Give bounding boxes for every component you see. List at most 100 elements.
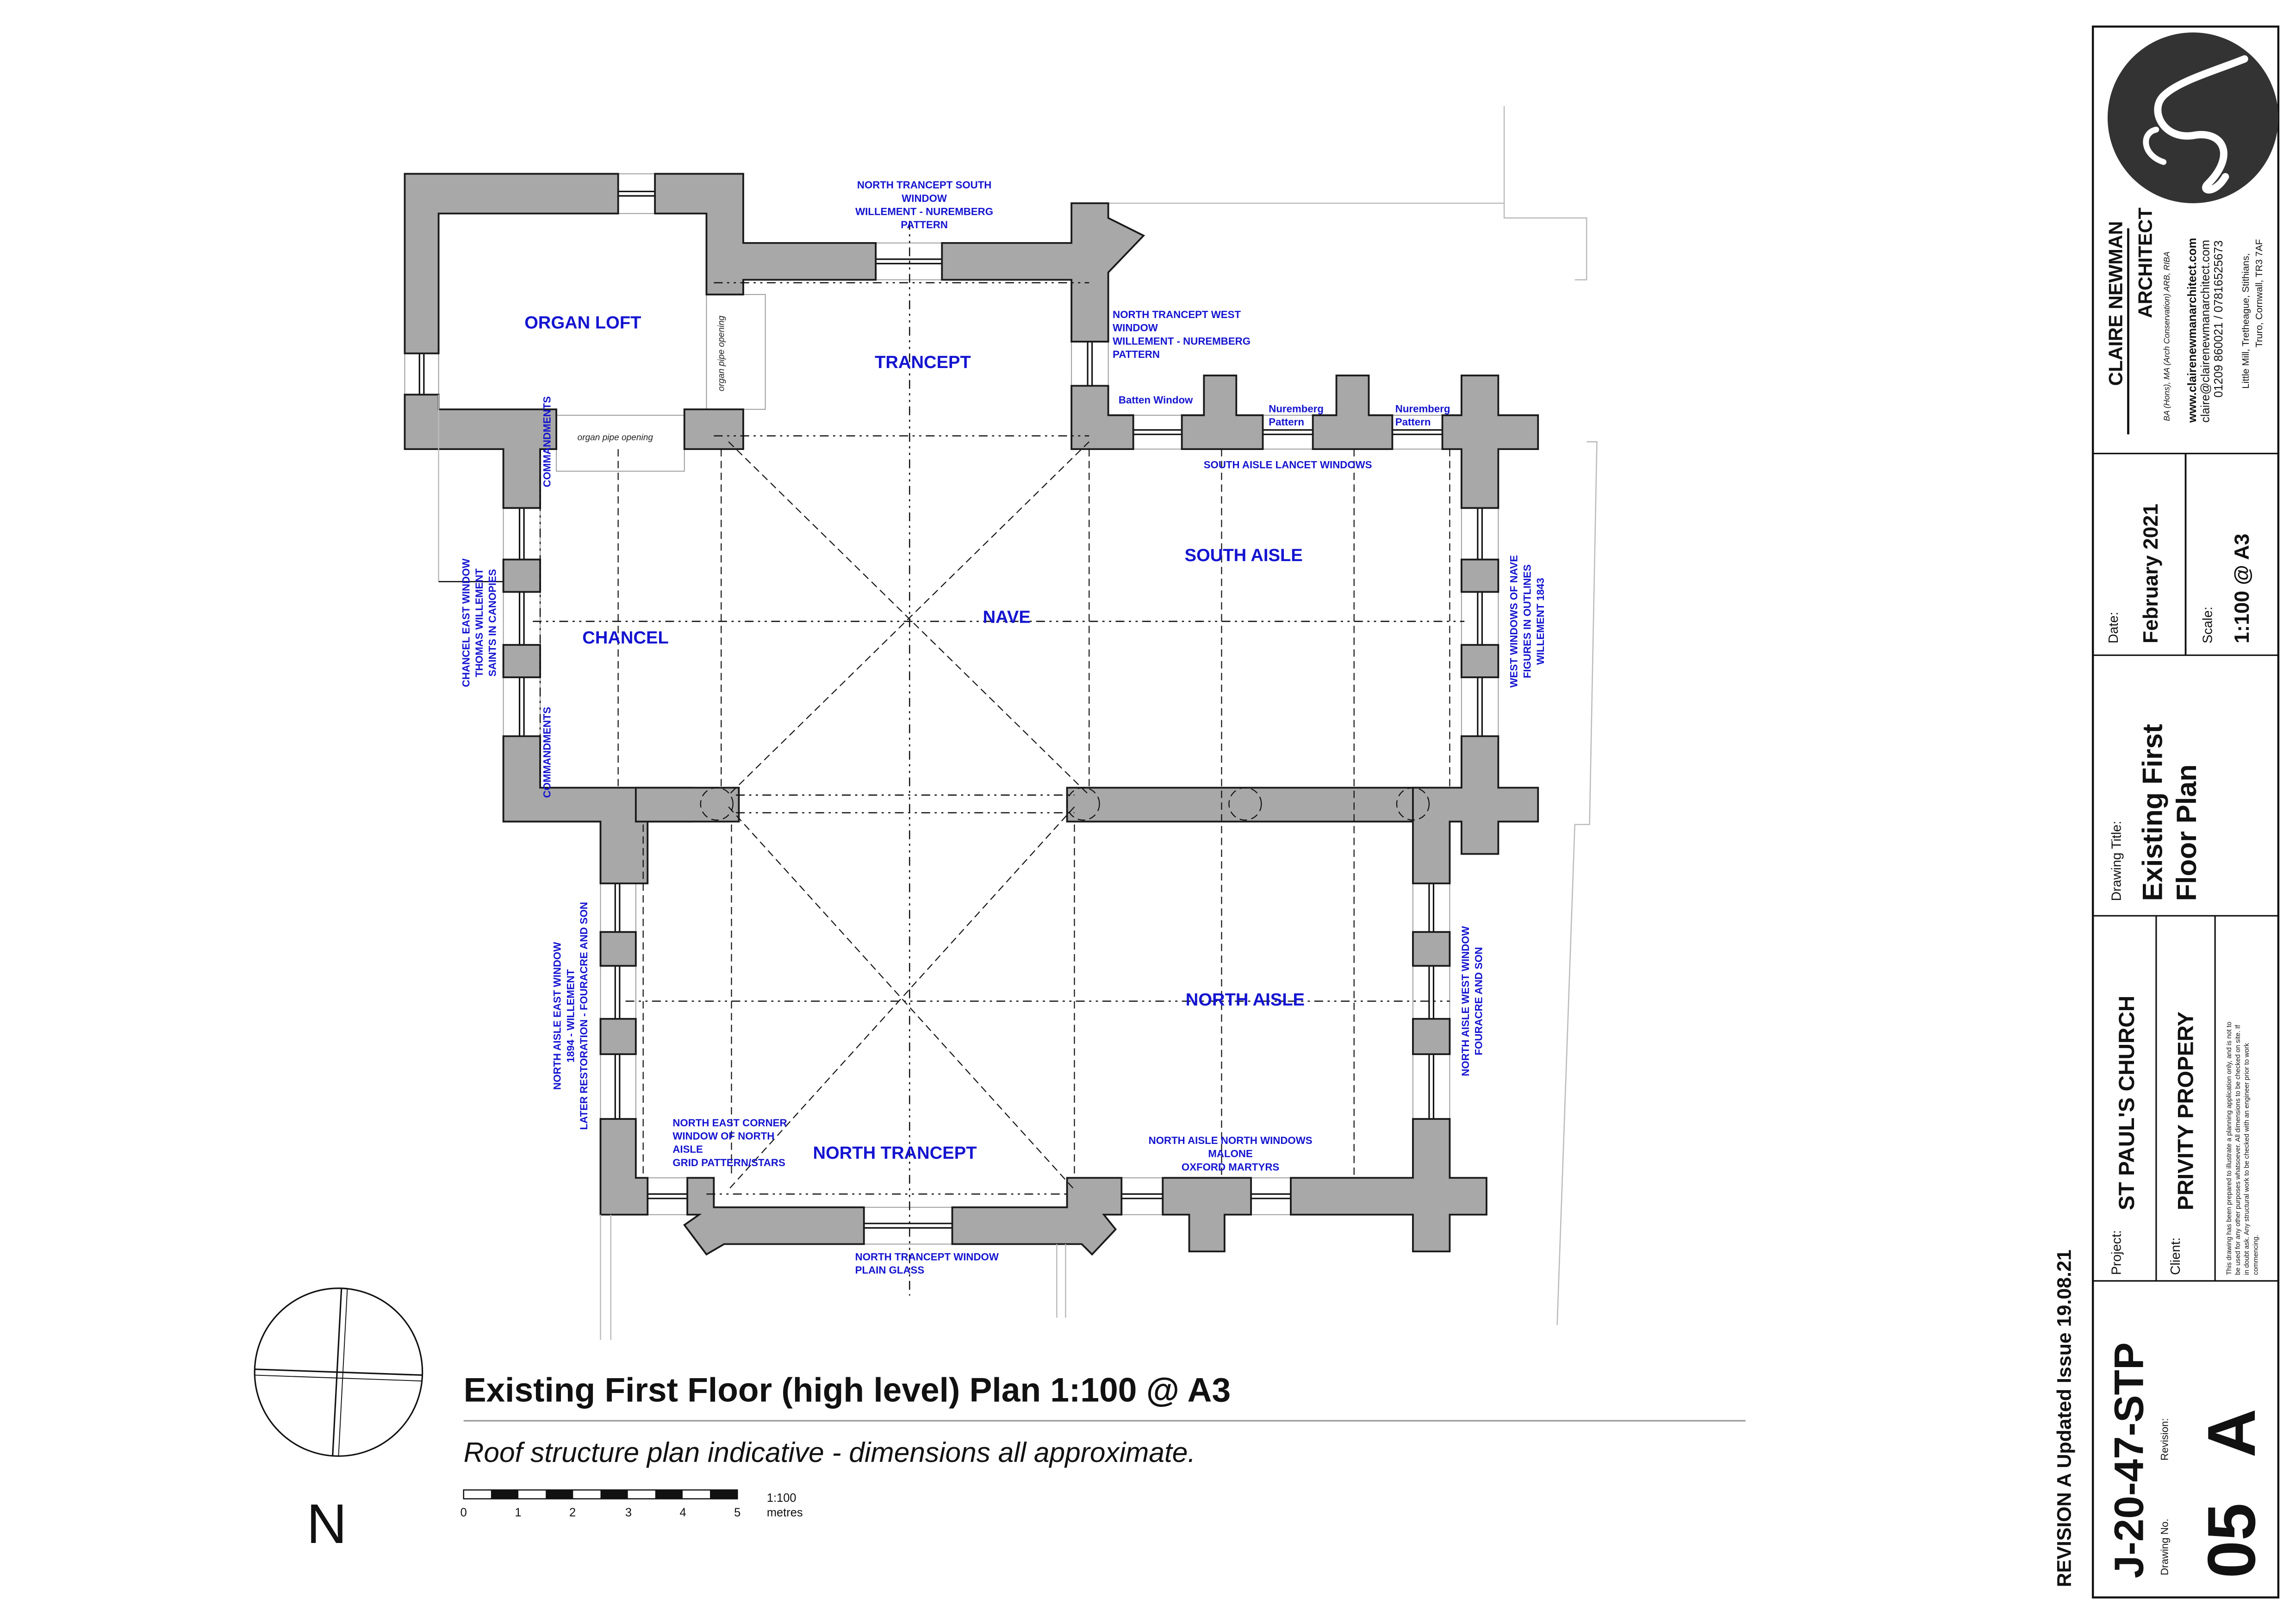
buttress-nw-cross (1290, 1118, 1487, 1253)
organ-loft-wall-ne (654, 173, 877, 296)
disclaimer-line: be used for any other purposes whatsoeve… (2234, 1024, 2242, 1275)
note-nuremberg-2: Nuremberg (1395, 403, 1450, 415)
window-openings (404, 173, 1499, 1245)
date-value: February 2021 (2140, 504, 2162, 643)
site-boundary-lines (1108, 106, 1598, 1325)
architect-website: www.clairenewmanarchitect.com (2186, 238, 2199, 423)
north-aisle-pier-4 (1412, 1018, 1451, 1056)
architect-role: ARCHITECT (2134, 207, 2156, 318)
note-line: AISLE (672, 1143, 703, 1155)
drawing-subtitle: Roof structure plan indicative - dimensi… (464, 1437, 1195, 1468)
buttress-2 (1312, 375, 1394, 450)
north-aisle-ne-corner (599, 1118, 649, 1216)
note-organ-pipe-opening-vertical: organ pipe opening (717, 315, 727, 391)
job-number: J-20-47-STP (2105, 1343, 2152, 1579)
project-value: ST PAUL'S CHURCH (2115, 996, 2139, 1211)
note-line: LATER RESTORATION - FOURACRE AND SON (578, 902, 590, 1130)
north-aisle-pier-3 (1412, 931, 1451, 967)
arcade-beam-1 (635, 787, 740, 823)
note-line: PLAIN GLASS (855, 1264, 925, 1276)
north-label: N (306, 1493, 347, 1555)
note-line: WINDOW OF NORTH (672, 1131, 774, 1142)
architect-logo (2107, 32, 2278, 204)
scale-unit: metres (767, 1506, 803, 1519)
north-transept-wall-east (683, 1177, 865, 1256)
scale-tick-label: 0 (460, 1506, 467, 1519)
note-line: GRID PATTERN/STARS (672, 1157, 785, 1168)
client-label: Client: (2168, 1237, 2183, 1275)
disclaimer-line: in doubt ask. Any structural work to be … (2243, 1043, 2251, 1275)
note-line: WILLEMENT - NUREMBERG (855, 206, 993, 217)
transept-east-wall (941, 202, 1145, 343)
note-north-aisle-east-window: NORTH AISLE EAST WINDOW 1894 - WILLEMENT… (552, 902, 590, 1130)
note-line: FIGURES IN OUTLINES (1521, 564, 1533, 678)
note-nuremberg-1: Nuremberg (1269, 403, 1324, 415)
note-line: NORTH AISLE EAST WINDOW (552, 942, 563, 1090)
scale-tick-label: 3 (625, 1506, 632, 1519)
roof-structure-lines (438, 221, 1465, 1340)
north-transept-wall-west (951, 1177, 1123, 1256)
note-line: NORTH TRANCEPT WINDOW (855, 1251, 999, 1262)
revision-label: Revision: (2159, 1418, 2170, 1461)
note-ne-corner-window: NORTH EAST CORNER WINDOW OF NORTH AISLE … (672, 1117, 787, 1168)
note-line: WINDOW (902, 193, 947, 204)
note-line: THOMAS WILLEMENT (473, 568, 485, 677)
client-value: PRIVITY PROPERY (2173, 1012, 2198, 1210)
scale-tick-label: 2 (569, 1506, 576, 1519)
room-label-north-trancept: NORTH TRANCEPT (813, 1143, 977, 1163)
note-nuremberg-2-pattern: Pattern (1395, 416, 1431, 428)
room-label-organ-loft: ORGAN LOFT (524, 312, 641, 332)
west-pier-2 (1460, 644, 1500, 678)
note-line: FOURACRE AND SON (1473, 947, 1484, 1056)
scale-tick-label: 1 (515, 1506, 521, 1519)
note-line: 1894 - WILLEMENT (565, 969, 576, 1062)
date-label: Date: (2106, 612, 2121, 643)
organ-loft-wall-south (404, 394, 557, 509)
architect-name: CLAIRE NEWMAN (2105, 221, 2127, 386)
arcade-beam-2 (1066, 787, 1451, 823)
drawing-no-label: Drawing No. (2159, 1518, 2170, 1575)
architect-address-2: Truro, Cornwall, TR3 7AF (2254, 239, 2265, 347)
chancel-pier-2 (502, 644, 541, 678)
architect-address-1: Little Mill, Tretheague, Stithians, (2240, 253, 2251, 389)
note-line: PATTERN (1113, 349, 1160, 360)
scale-value: 1:100 @ A3 (2231, 534, 2253, 643)
note-line: CHANCEL EAST WINDOW (460, 559, 472, 687)
organ-loft-walls (404, 173, 619, 355)
scale-tick-label: 5 (734, 1506, 740, 1519)
columns (700, 787, 1430, 821)
scale-label: Scale: (2201, 606, 2215, 643)
walls (404, 173, 1539, 1256)
room-label-south-aisle: SOUTH AISLE (1185, 545, 1303, 565)
note-south-aisle-lancet: SOUTH AISLE LANCET WINDOWS (1204, 459, 1372, 470)
note-north-aisle-north-windows: NORTH AISLE NORTH WINDOWS MALONE OXFORD … (1149, 1135, 1313, 1173)
drawing-title-line-2: Floor Plan (2171, 764, 2202, 901)
buttress-sw-cross (1441, 375, 1539, 509)
west-wall-cross (1412, 735, 1539, 885)
note-line: WILLEMENT 1843 (1535, 578, 1546, 665)
note-nt-south-window: NORTH TRANCEPT SOUTH WINDOW WILLEMENT - … (855, 179, 993, 231)
note-north-trancept-window: NORTH TRANCEPT WINDOW PLAIN GLASS (855, 1251, 999, 1276)
drawing-title-label: Drawing Title: (2109, 821, 2124, 901)
note-west-windows-nave: WEST WINDOWS OF NAVE FIGURES IN OUTLINES… (1508, 555, 1546, 687)
project-label: Project: (2109, 1230, 2124, 1275)
north-aisle-pier-1 (599, 931, 637, 967)
note-line: WEST WINDOWS OF NAVE (1508, 555, 1520, 687)
west-pier-1 (1460, 558, 1500, 593)
room-label-trancept: TRANCEPT (875, 352, 971, 372)
note-line: WINDOW (1113, 322, 1158, 334)
note-chancel-east-window: CHANCEL EAST WINDOW THOMAS WILLEMENT SAI… (460, 559, 498, 687)
note-line: NORTH AISLE WEST WINDOW (1460, 926, 1471, 1076)
note-line: WILLEMENT - NUREMBERG (1113, 335, 1251, 347)
note-line: NORTH EAST CORNER (672, 1117, 787, 1129)
note-line: NORTH AISLE NORTH WINDOWS (1149, 1135, 1313, 1146)
scale-bar: 0 1 2 3 4 5 1:100 metres (460, 1489, 803, 1519)
note-commandments-2: COMMANDMENTS (541, 707, 553, 798)
note-nt-west-window: NORTH TRANCEPT WEST WINDOW WILLEMENT - N… (1113, 309, 1251, 360)
title-block: CLAIRE NEWMAN ARCHITECT BA (Hons), MA (A… (2091, 25, 2280, 1599)
disclaimer-line: commencing. (2252, 1235, 2259, 1275)
north-arrow: N (254, 1287, 423, 1555)
chancel-pier-1 (502, 558, 541, 593)
scale-ratio: 1:100 (767, 1492, 796, 1505)
